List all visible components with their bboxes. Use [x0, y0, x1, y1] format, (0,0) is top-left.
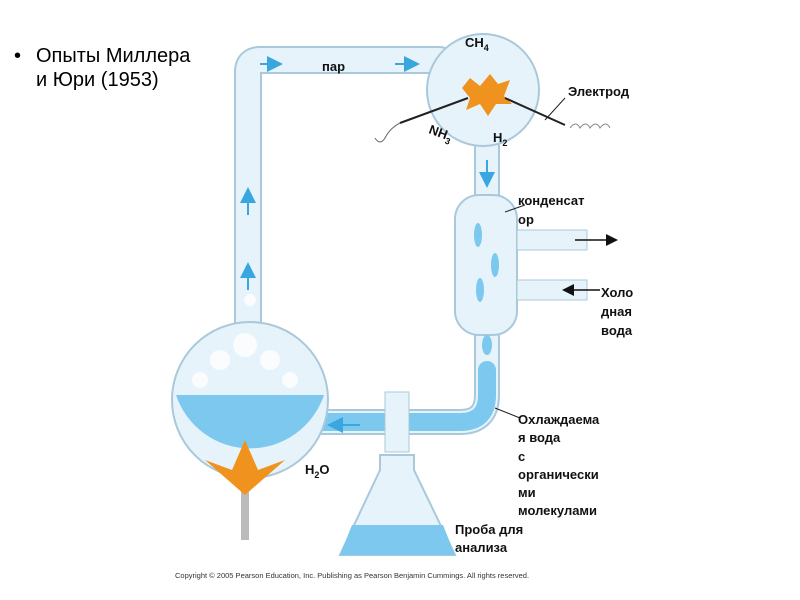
label-h2o: H2O: [305, 462, 330, 480]
label-nh3: NH3: [426, 122, 455, 147]
label-ch4: CH4: [465, 35, 489, 53]
electrode-pointer: [544, 97, 566, 121]
electrode-left: [399, 97, 469, 124]
flow-arrows: [240, 56, 495, 433]
label-cold-water-1: Холо: [601, 285, 633, 300]
h2-sub: 2: [502, 138, 507, 148]
label-electrode: Электрод: [568, 84, 630, 99]
bullet-point: • Опыты Миллера и Юри (1953): [14, 44, 190, 92]
condenser-pointer: [504, 204, 526, 213]
label-sample-2: анализа: [455, 540, 508, 555]
label-condenser-1: конденсат: [518, 193, 584, 208]
vapor-bubbles: [192, 294, 298, 388]
condenser: [454, 194, 518, 336]
label-sample-1: Проба для: [455, 522, 523, 537]
label-cooled-6: молекулами: [518, 503, 597, 518]
label-steam: пар: [322, 59, 345, 74]
sample-liquid: [340, 525, 455, 555]
h2-base: H: [493, 130, 502, 145]
flame-icon: [205, 440, 285, 495]
wire-left: [374, 122, 401, 143]
bullet-dot: •: [14, 45, 22, 67]
spark-icon: [462, 74, 512, 116]
bullet-line-1: Опыты Миллера: [36, 45, 191, 67]
label-cold-water-3: вода: [601, 323, 633, 338]
label-cold-water-2: дная: [601, 304, 632, 319]
electrode-right: [504, 97, 566, 126]
label-condenser-2: ор: [518, 212, 534, 227]
copyright: Copyright © 2005 Pearson Education, Inc.…: [175, 571, 529, 580]
label-cooled-5: ми: [518, 485, 536, 500]
droplets: [474, 223, 499, 355]
bullet-text: Опыты Миллера и Юри (1953): [36, 44, 190, 92]
label-cooled-2: я вода: [518, 430, 561, 445]
ch4-base: CH: [465, 35, 484, 50]
label-h2: H2: [493, 130, 507, 148]
label-cooled-1: Охлаждаема: [518, 412, 600, 427]
burner-stand: [241, 490, 249, 540]
nh3-sub: 3: [444, 136, 452, 147]
ch4-sub: 4: [484, 43, 489, 53]
bullet-line-2: и Юри (1953): [36, 69, 159, 91]
h2o-tail: O: [319, 462, 329, 477]
h2o-base: H: [305, 462, 314, 477]
nh3-base: NH: [427, 122, 450, 143]
h2o-sub: 2: [314, 470, 319, 480]
cooled-water-pointer: [494, 407, 521, 419]
label-cooled-3: с: [518, 449, 525, 464]
label-cooled-4: органически: [518, 467, 599, 482]
wire-coil-right: [569, 123, 611, 129]
stopcock: [384, 391, 410, 453]
water-in-flask: [176, 395, 324, 449]
